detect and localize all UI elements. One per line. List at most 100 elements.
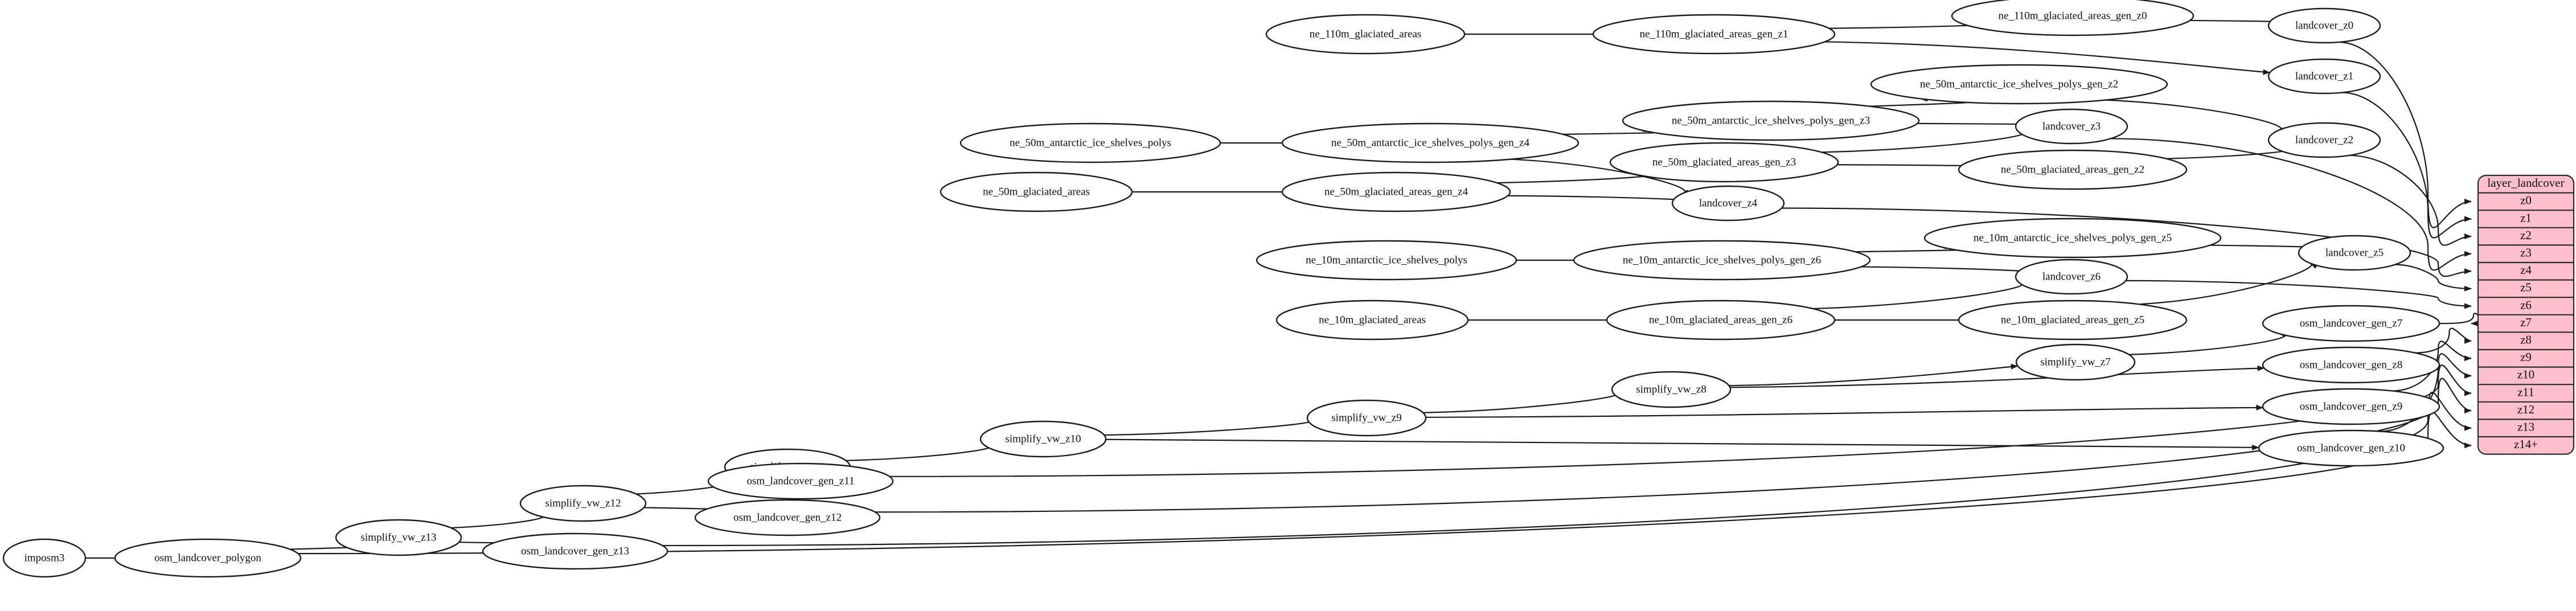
table-row-z11[interactable]: z11 <box>2517 385 2534 399</box>
table-row-z14+[interactable]: z14+ <box>2514 437 2538 451</box>
node-n_osm_lc_z13[interactable]: osm_landcover_gen_z13 <box>482 532 668 570</box>
node-label: landcover_z4 <box>1699 197 1758 209</box>
node-label: ne_10m_antarctic_ice_shelves_polys_gen_z… <box>1623 254 1821 266</box>
node-ellipse <box>2 538 87 578</box>
node-n_simp_z9[interactable]: simplify_vw_z9 <box>1306 399 1427 437</box>
node-layer: ne_110m_glaciated_areas ne_110m_glaciated… <box>2 0 2444 578</box>
node-ellipse <box>2267 7 2381 44</box>
node-n_ne10_ga_z5[interactable]: ne_10m_glaciated_areas_gen_z5 <box>1958 300 2188 341</box>
table-row-z0[interactable]: z0 <box>2520 194 2532 207</box>
node-n_simp_z12[interactable]: simplify_vw_z12 <box>519 485 647 522</box>
node-n_ne50_aisp_z3[interactable]: ne_50m_antarctic_ice_shelves_polys_gen_z… <box>1622 100 1920 141</box>
edge-osm_landcover_gen_z11--layer_landcover.z11 <box>889 364 2472 477</box>
node-n_ne50_aisp[interactable]: ne_50m_antarctic_ice_shelves_polys <box>959 122 1221 163</box>
node-ellipse <box>2015 108 2128 145</box>
node-label: ne_10m_glaciated_areas <box>1319 314 1426 326</box>
node-n_ne50_aisp_z2[interactable]: ne_50m_antarctic_ice_shelves_polys_gen_z… <box>1870 64 2168 105</box>
node-ellipse <box>519 485 647 522</box>
node-n_lc_z1[interactable]: landcover_z1 <box>2267 58 2381 95</box>
node-label: simplify_vw_z9 <box>1331 412 1402 424</box>
table-row-z6[interactable]: z6 <box>2520 298 2532 311</box>
node-label: osm_landcover_gen_z12 <box>733 511 842 523</box>
node-label: simplify_vw_z13 <box>361 531 437 543</box>
node-n_osm_lc_z9[interactable]: osm_landcover_gen_z9 <box>2262 388 2440 425</box>
node-n_ne10_aisp[interactable]: ne_10m_antarctic_ice_shelves_polys <box>1256 240 1517 281</box>
node-n_osm_lc_z8[interactable]: osm_landcover_gen_z8 <box>2262 346 2440 384</box>
node-n_ne10_ga[interactable]: ne_10m_glaciated_areas <box>1275 300 1469 341</box>
node-ellipse <box>707 462 894 500</box>
node-n_osm_lc_z7[interactable]: osm_landcover_gen_z7 <box>2262 305 2440 342</box>
edge-simplify_vw_z9--simplify_vw_z8 <box>1423 394 1622 413</box>
node-ellipse <box>1265 14 1466 55</box>
node-label: landcover_z5 <box>2325 247 2384 259</box>
node-ellipse <box>2267 122 2381 158</box>
node-n_ne110_ga[interactable]: ne_110m_glaciated_areas <box>1265 14 1466 55</box>
edge-osm_landcover_gen_z13--layer_landcover.z13 <box>662 392 2472 547</box>
edge-ne_10m_glaciated_areas_gen_z6--landcover_z6 <box>1812 281 2027 310</box>
node-label: osm_landcover_gen_z10 <box>2297 442 2405 454</box>
table-row-z12[interactable]: z12 <box>2517 403 2534 416</box>
edge-osm_landcover_gen_z9--layer_landcover.z9 <box>2392 341 2472 392</box>
node-ellipse <box>1958 300 2188 341</box>
table-row-z8[interactable]: z8 <box>2520 333 2532 347</box>
node-n_lc_z4[interactable]: landcover_z4 <box>1671 185 1785 222</box>
table-row-z1[interactable]: z1 <box>2520 211 2532 224</box>
node-n_ne50_ga_z2[interactable]: ne_50m_glaciated_areas_gen_z2 <box>1958 149 2188 190</box>
node-n_ne50_ga_z3[interactable]: ne_50m_glaciated_areas_gen_z3 <box>1609 142 1839 183</box>
node-n_simp_z7[interactable]: simplify_vw_z7 <box>2015 343 2136 381</box>
node-ellipse <box>1573 240 1871 281</box>
edge-ne_10m_antarctic_ice_shelves_polys_gen_z6--landcover_z6 <box>1861 266 2041 277</box>
edge-landcover_z0--layer_landcover.z0 <box>2339 41 2472 228</box>
node-n_ne110_ga_z0[interactable]: ne_110m_glaciated_areas_gen_z0 <box>1951 0 2194 36</box>
edge-ne_50m_glaciated_areas_gen_z2--landcover_z2 <box>2166 143 2294 159</box>
table-row-z10[interactable]: z10 <box>2517 368 2534 382</box>
node-ellipse <box>114 538 302 578</box>
node-n_imposm3[interactable]: imposm3 <box>2 538 87 578</box>
node-n_lc_z3[interactable]: landcover_z3 <box>2015 108 2128 145</box>
node-n_ne50_ga[interactable]: ne_50m_glaciated_areas <box>940 171 1133 212</box>
table-row-z7[interactable]: z7 <box>2520 315 2532 329</box>
node-label: ne_50m_antarctic_ice_shelves_polys <box>1010 137 1171 149</box>
node-n_lc_z0[interactable]: landcover_z0 <box>2267 7 2381 44</box>
node-ellipse <box>1306 399 1427 437</box>
table-row-z9[interactable]: z9 <box>2520 350 2532 364</box>
node-ellipse <box>1958 149 2188 190</box>
node-n_osm_lc_z10[interactable]: osm_landcover_gen_z10 <box>2258 429 2444 467</box>
table-row-z3[interactable]: z3 <box>2520 246 2532 260</box>
edge-ne_50m_glaciated_areas_gen_z4--landcover_z4 <box>1508 195 1687 204</box>
edge-simplify_vw_z13--simplify_vw_z12 <box>450 510 545 529</box>
node-n_ne50_aisp_z4[interactable]: ne_50m_antarctic_ice_shelves_polys_gen_z… <box>1281 122 1580 163</box>
node-label: landcover_z2 <box>2295 134 2353 146</box>
node-n_ne110_ga_z1[interactable]: ne_110m_glaciated_areas_gen_z1 <box>1592 14 1836 55</box>
table-row-z13[interactable]: z13 <box>2517 420 2534 434</box>
node-n_ne10_aisp_z6[interactable]: ne_10m_antarctic_ice_shelves_polys_gen_z… <box>1573 240 1871 281</box>
node-n_osm_lc_poly[interactable]: osm_landcover_polygon <box>114 538 302 578</box>
node-n_lc_z5[interactable]: landcover_z5 <box>2298 235 2411 271</box>
node-n_simp_z8[interactable]: simplify_vw_z8 <box>1611 371 1732 408</box>
node-n_ne10_ga_z6[interactable]: ne_10m_glaciated_areas_gen_z6 <box>1606 300 1836 341</box>
table-row-z2[interactable]: z2 <box>2520 228 2532 242</box>
node-n_ne50_ga_z4[interactable]: ne_50m_glaciated_areas_gen_z4 <box>1281 171 1511 212</box>
node-ellipse <box>2262 346 2440 384</box>
node-label: landcover_z0 <box>2295 19 2353 31</box>
node-ellipse <box>1951 0 2194 36</box>
node-n_simp_z13[interactable]: simplify_vw_z13 <box>335 519 462 556</box>
node-ellipse <box>959 122 1221 163</box>
node-n_osm_lc_z12[interactable]: osm_landcover_gen_z12 <box>694 499 881 536</box>
edge-landcover_z1--layer_landcover.z1 <box>2341 92 2472 239</box>
node-n_simp_z10[interactable]: simplify_vw_z10 <box>979 420 1107 458</box>
node-ellipse <box>2015 259 2128 295</box>
node-n_osm_lc_z11[interactable]: osm_landcover_gen_z11 <box>707 462 894 500</box>
node-n_ne10_aisp_z5[interactable]: ne_10m_antarctic_ice_shelves_polys_gen_z… <box>1923 218 2222 259</box>
node-n_lc_z2[interactable]: landcover_z2 <box>2267 122 2381 158</box>
table-row-z4[interactable]: z4 <box>2520 263 2532 277</box>
node-label: ne_50m_antarctic_ice_shelves_polys_gen_z… <box>1331 137 1530 149</box>
edge-simplify_vw_z8--simplify_vw_z7 <box>1729 363 2019 387</box>
edge-landcover_z3--layer_landcover.z3 <box>2110 138 2472 271</box>
node-ellipse <box>2262 305 2440 342</box>
node-ellipse <box>2262 388 2440 425</box>
table-row-z5[interactable]: z5 <box>2520 281 2532 294</box>
layer-landcover-table: layer_landcoverz0z1z2z3z4z5z6z7z8z9z10z1… <box>2477 174 2575 455</box>
node-n_lc_z6[interactable]: landcover_z6 <box>2015 259 2128 295</box>
node-ellipse <box>979 420 1107 458</box>
